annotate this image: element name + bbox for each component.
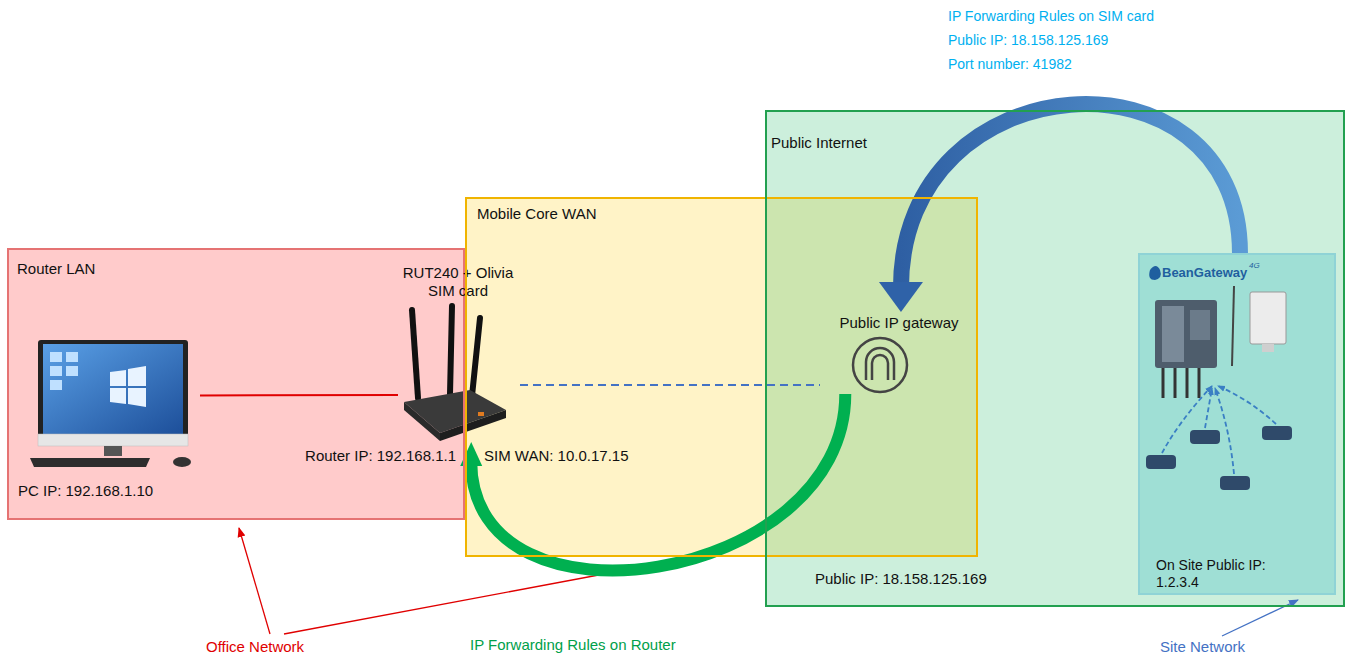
node-text: Public IP gateway: [820, 314, 978, 332]
edge-label: IP Forwarding Rules on SIM card: [948, 8, 1228, 25]
connector: [520, 384, 820, 385]
region-fill: [7, 248, 465, 520]
region-title: Router LAN: [17, 260, 237, 278]
node-text: On Site Public IP: 1.2.3.4: [1156, 557, 1296, 591]
gateway-node: Public IP gateway: [820, 312, 980, 394]
connector-line: [471, 394, 845, 571]
annotation-label: Site Network: [1160, 638, 1320, 656]
node-text: 4G: [1249, 261, 1273, 271]
gateway-icon: [853, 338, 907, 392]
connector: [200, 395, 398, 396]
connector-line: [901, 104, 1240, 288]
site-leader: [1222, 600, 1298, 636]
annotation-label: SIM WAN: 10.0.17.15: [484, 447, 684, 465]
arrow-head: [879, 282, 923, 312]
pc-icon: [30, 340, 191, 467]
node-text: BeanGateway: [1162, 265, 1272, 281]
region-title: Public Internet: [771, 134, 991, 152]
annotation-label: Port number: 41982: [948, 56, 1208, 73]
site-box: BeanGateway4G On Site Public IP: 1.2.3.4: [1138, 253, 1336, 595]
region-fill: [1138, 253, 1336, 595]
network-region: Router LAN PC IP: 192.168.1.10: [7, 248, 465, 520]
node-text: RUT240 + Olivia SIM card: [398, 264, 518, 300]
connector-line: [200, 394, 398, 396]
network-region: Mobile Core WAN: [465, 197, 978, 557]
beangateway-illustration: [1146, 266, 1292, 490]
edge-label: IP Forwarding Rules on Router: [470, 636, 770, 654]
arrow-head: [460, 442, 482, 466]
connector: [460, 394, 845, 571]
network-region: Public InternetPublic IP gateway BeanGate…: [765, 110, 1345, 607]
region-fill: [765, 110, 1345, 607]
node-text: PC IP: 192.168.1.10: [18, 482, 198, 500]
pc-node: PC IP: 192.168.1.10: [18, 338, 200, 502]
office-leader: [239, 528, 270, 634]
region-title: Mobile Core WAN: [477, 205, 697, 223]
annotation-label: Public IP: 18.158.125.169: [815, 570, 1045, 588]
annotation-label: Office Network: [206, 638, 366, 656]
annotation-label: Public IP: 18.158.125.169: [948, 32, 1208, 49]
annotation-label: Router IP: 192.168.1.1: [256, 447, 456, 465]
router-icon: [404, 306, 506, 441]
router-node: RUT240 + Olivia SIM card: [398, 262, 520, 442]
connector-line: [520, 384, 820, 386]
connector: [879, 104, 1240, 312]
